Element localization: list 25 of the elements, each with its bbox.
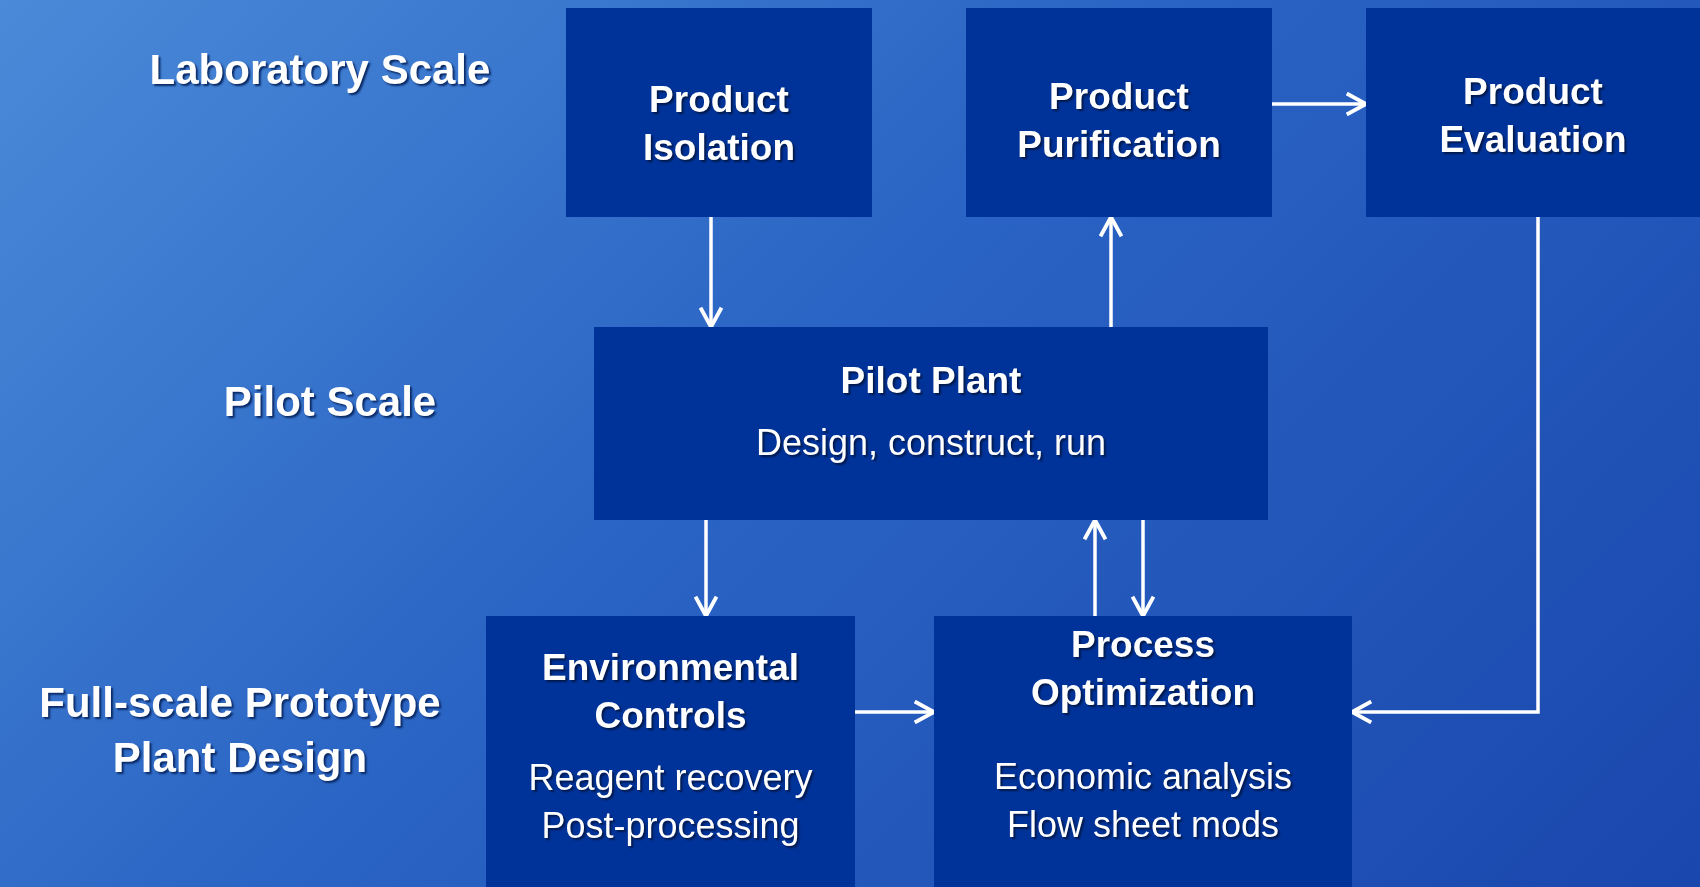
process-box xyxy=(566,8,872,217)
arrow xyxy=(693,520,719,618)
process-box xyxy=(1366,8,1700,217)
box-description: Design, construct, run xyxy=(755,421,1107,466)
box-title: Process Optimization xyxy=(1029,623,1256,716)
box-title: Product Purification xyxy=(1016,75,1222,168)
scale-label: Pilot Scale xyxy=(222,377,438,427)
arrow xyxy=(1272,91,1368,117)
arrow xyxy=(698,217,724,329)
box-title: Pilot Plant xyxy=(840,359,1022,403)
arrow xyxy=(1082,518,1108,616)
arrow xyxy=(855,699,936,725)
box-description: Reagent recovery Post-processing xyxy=(527,756,814,848)
box-title: Product Evaluation xyxy=(1438,70,1628,163)
process-box xyxy=(486,616,855,887)
scale-label: Full-scale Prototype Plant Design xyxy=(38,678,442,783)
box-title: Product Isolation xyxy=(641,78,797,171)
process-box xyxy=(934,616,1352,887)
arrow xyxy=(1098,215,1124,327)
scale-label: Laboratory Scale xyxy=(148,45,492,95)
arrow xyxy=(1130,520,1156,618)
box-title: Environmental Controls xyxy=(541,646,800,739)
process-box xyxy=(966,8,1272,217)
box-description: Economic analysis Flow sheet mods xyxy=(992,755,1294,847)
process-box xyxy=(594,327,1268,520)
